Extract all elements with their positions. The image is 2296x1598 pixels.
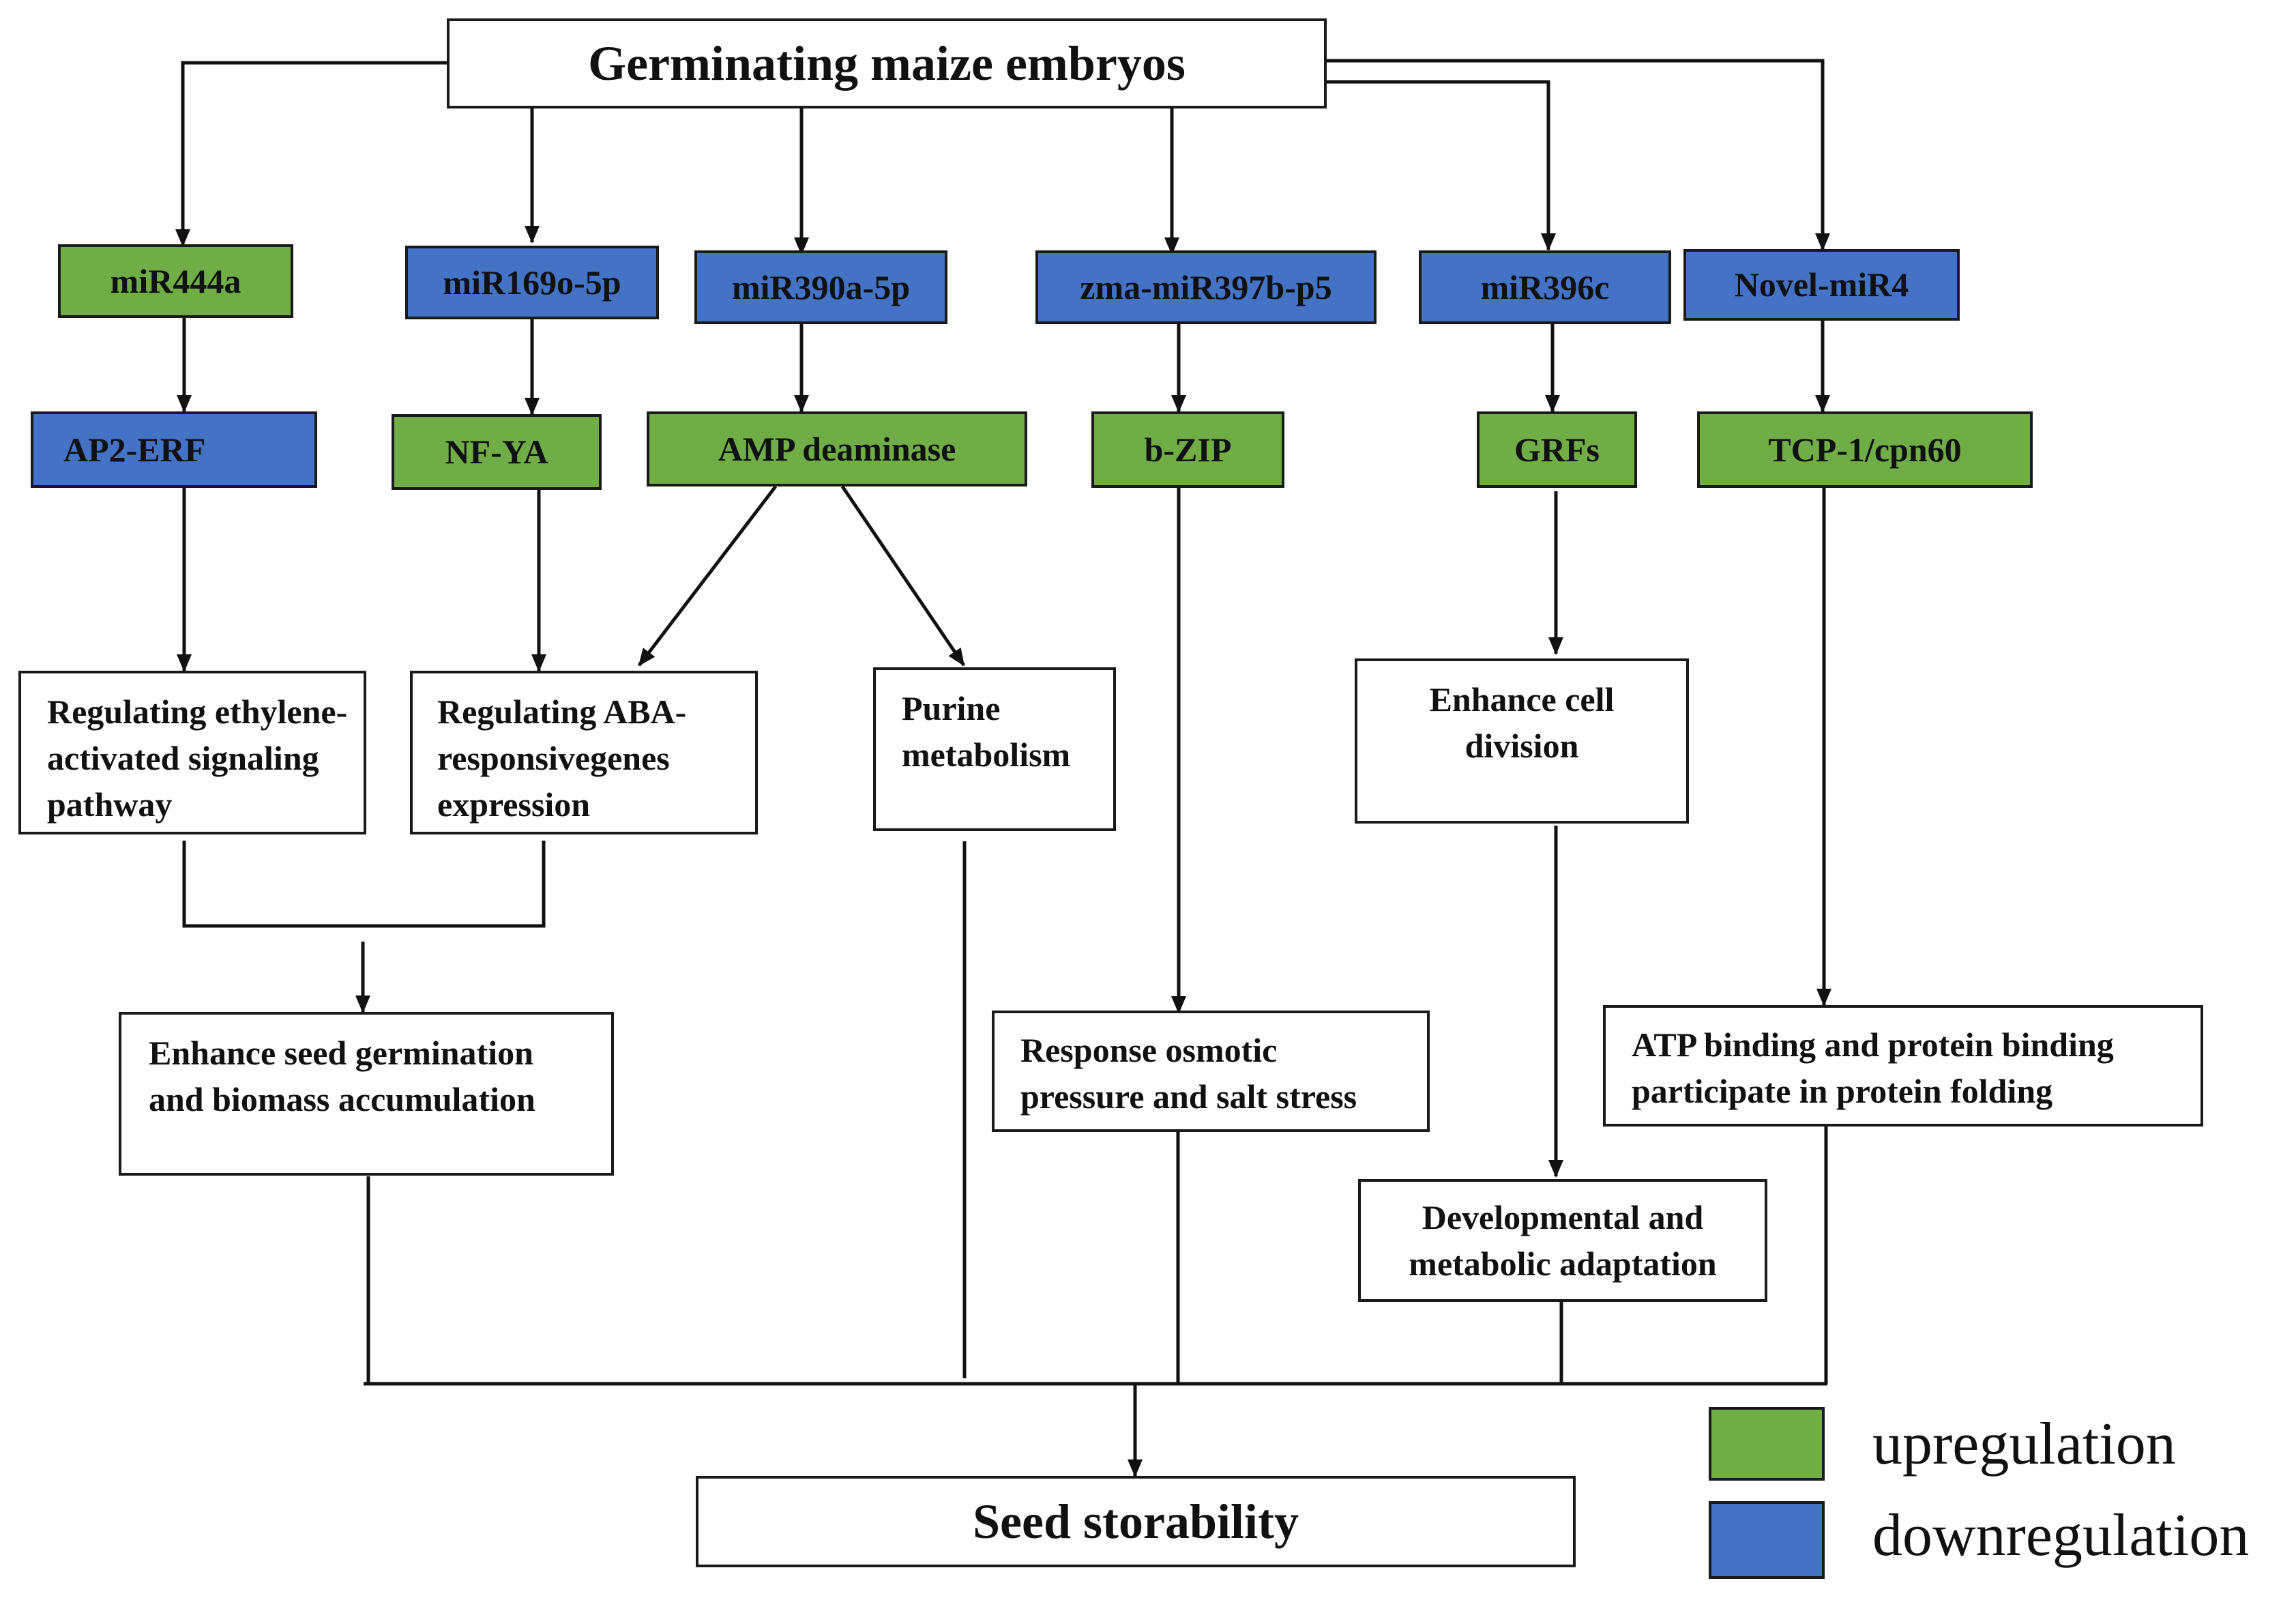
process-node-aba: Regulating ABA-responsivegenes expressio…	[410, 671, 758, 834]
edge-root-mir444a	[175, 61, 447, 247]
target-node-nf-ya: NF-YA	[392, 414, 602, 490]
legend-label-downregulation: downregulation	[1872, 1502, 2250, 1569]
edge-root-novelmir4	[1327, 59, 1830, 251]
edge-ampdeaminase-aba	[638, 485, 777, 667]
target-node-b-zip: b-ZIP	[1091, 411, 1284, 488]
edge-root-mir396c	[1327, 80, 1556, 251]
mirna-node-mir390a-5p: miR390a-5p	[694, 250, 947, 324]
outcome-node: Seed storability	[696, 1476, 1576, 1567]
target-node-ap2-erf: AP2-ERF	[31, 411, 317, 488]
target-node-grfs: GRFs	[1477, 411, 1637, 488]
edge-ampdeaminase-purine	[840, 485, 966, 667]
mirna-node-mir396c: miR396c	[1419, 250, 1671, 324]
process-node-atp: ATP binding and protein binding particip…	[1603, 1005, 2203, 1127]
mirna-node-zma-mir397b-p5: zma-miR397b-p5	[1035, 250, 1377, 324]
mirna-node-novel-mir4: Novel-miR4	[1683, 249, 1960, 321]
legend-swatch-downregulation	[1709, 1501, 1825, 1579]
root-node: Germinating maize embryos	[447, 18, 1327, 108]
mirna-node-mir444a: miR444a	[58, 244, 293, 318]
process-node-developmental: Developmental and metabolic adaptation	[1358, 1179, 1767, 1302]
process-node-germination: Enhance seed germination and biomass acc…	[119, 1012, 614, 1176]
edge-ethylene-aba-merge	[182, 841, 546, 928]
process-node-ethylene: Regulating ethylene-activated signaling …	[18, 671, 366, 834]
legend-swatch-upregulation	[1709, 1407, 1825, 1481]
process-node-cell-division: Enhance cell division	[1355, 658, 1689, 824]
process-node-purine: Purine metabolism	[873, 667, 1116, 831]
process-node-osmotic: Response osmotic pressure and salt stres…	[992, 1011, 1430, 1132]
target-node-amp-deaminase: AMP deaminase	[647, 411, 1027, 486]
legend-label-upregulation: upregulation	[1872, 1411, 2176, 1477]
target-node-tcp-1-cpn60: TCP-1/cpn60	[1697, 411, 2033, 488]
mirna-node-mir169o-5p: miR169o-5p	[405, 246, 659, 319]
